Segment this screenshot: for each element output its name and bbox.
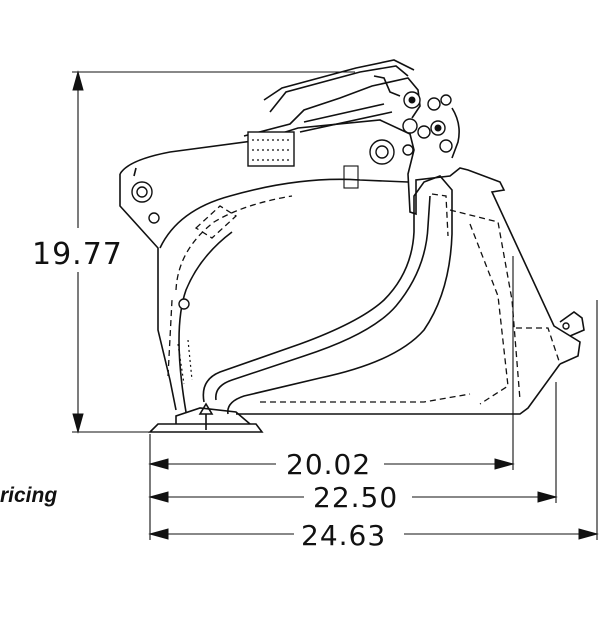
cylinder-block: [247, 131, 295, 167]
fitting-5: [417, 125, 431, 139]
hydraulic-hose-outer: [263, 59, 415, 101]
bucket-inner-hidden-arc: [175, 195, 293, 291]
width-dimensions: 20.02 22.50 24.63: [148, 256, 599, 552]
bucket-side-profile: [119, 119, 581, 365]
bucket-foot: [148, 423, 264, 433]
width-inner-arrow-left: [148, 458, 169, 470]
side-decal: [177, 339, 193, 385]
fitting-2: [427, 97, 441, 111]
width-overall-label: 24.63: [301, 519, 386, 552]
height-dimension: 19.77: [32, 70, 355, 434]
fitting-4: [402, 118, 418, 134]
width-mid-label: 22.50: [313, 481, 398, 514]
width-overall-arrow-left: [148, 528, 169, 540]
width-mid-arrow-right: [537, 491, 558, 503]
cylinder-rod: [299, 111, 393, 133]
frame-gusset: [343, 165, 359, 189]
mount-pin-lower: [148, 212, 160, 224]
side-plate-hidden-front: [449, 209, 521, 401]
cylinder-block-detail: [252, 139, 290, 161]
width-mid-arrow-left: [148, 491, 169, 503]
side-plate-hidden-lip: [516, 327, 561, 365]
mount-tab: [133, 167, 137, 177]
fitting-core-1: [408, 96, 416, 104]
mount-pin-upper-inner: [136, 186, 148, 198]
width-inner-label: 20.02: [286, 448, 371, 481]
caption-fragment: ricing: [0, 484, 58, 507]
grapple-tine-inner: [215, 195, 431, 401]
fitting-core-6: [434, 124, 442, 132]
grapple-tine-outer: [202, 175, 453, 415]
width-overall-arrow-right: [578, 528, 599, 540]
front-hook-pin: [562, 322, 570, 330]
cylinder-housing: [243, 77, 421, 137]
fitting-7: [439, 139, 453, 153]
cylinder-rod-top: [303, 103, 385, 123]
bucket-inner-frame-back: [178, 231, 233, 413]
bucket-inner-frame-top: [159, 178, 409, 249]
height-arrow-top: [72, 70, 84, 91]
bucket-foot-top: [175, 407, 251, 425]
side-plate-hidden-inner: [469, 223, 509, 405]
hydraulic-hose-upper: [269, 65, 409, 113]
fitting-hose-link: [373, 75, 401, 97]
bucket-floor: [236, 363, 561, 415]
front-hook-bracket: [559, 311, 585, 337]
upper-pivot-pin-inner: [375, 145, 389, 159]
hydraulic-fittings: [373, 75, 460, 159]
bucket-floor-hidden: [260, 393, 471, 403]
fitting-hose-right: [451, 107, 460, 159]
width-inner-arrow-right: [494, 458, 515, 470]
height-arrow-bottom: [72, 413, 84, 434]
fitting-3: [440, 94, 452, 106]
frame-bolt: [178, 298, 190, 310]
height-dimension-label: 19.77: [32, 237, 123, 272]
fitting-8: [402, 144, 414, 156]
grapple-bucket: [119, 59, 585, 433]
bucket-back-edge: [119, 174, 177, 411]
grapple-tine-hidden: [431, 193, 449, 237]
frame-bracket-hidden: [194, 205, 238, 239]
bucket-back-hidden: [167, 299, 173, 377]
